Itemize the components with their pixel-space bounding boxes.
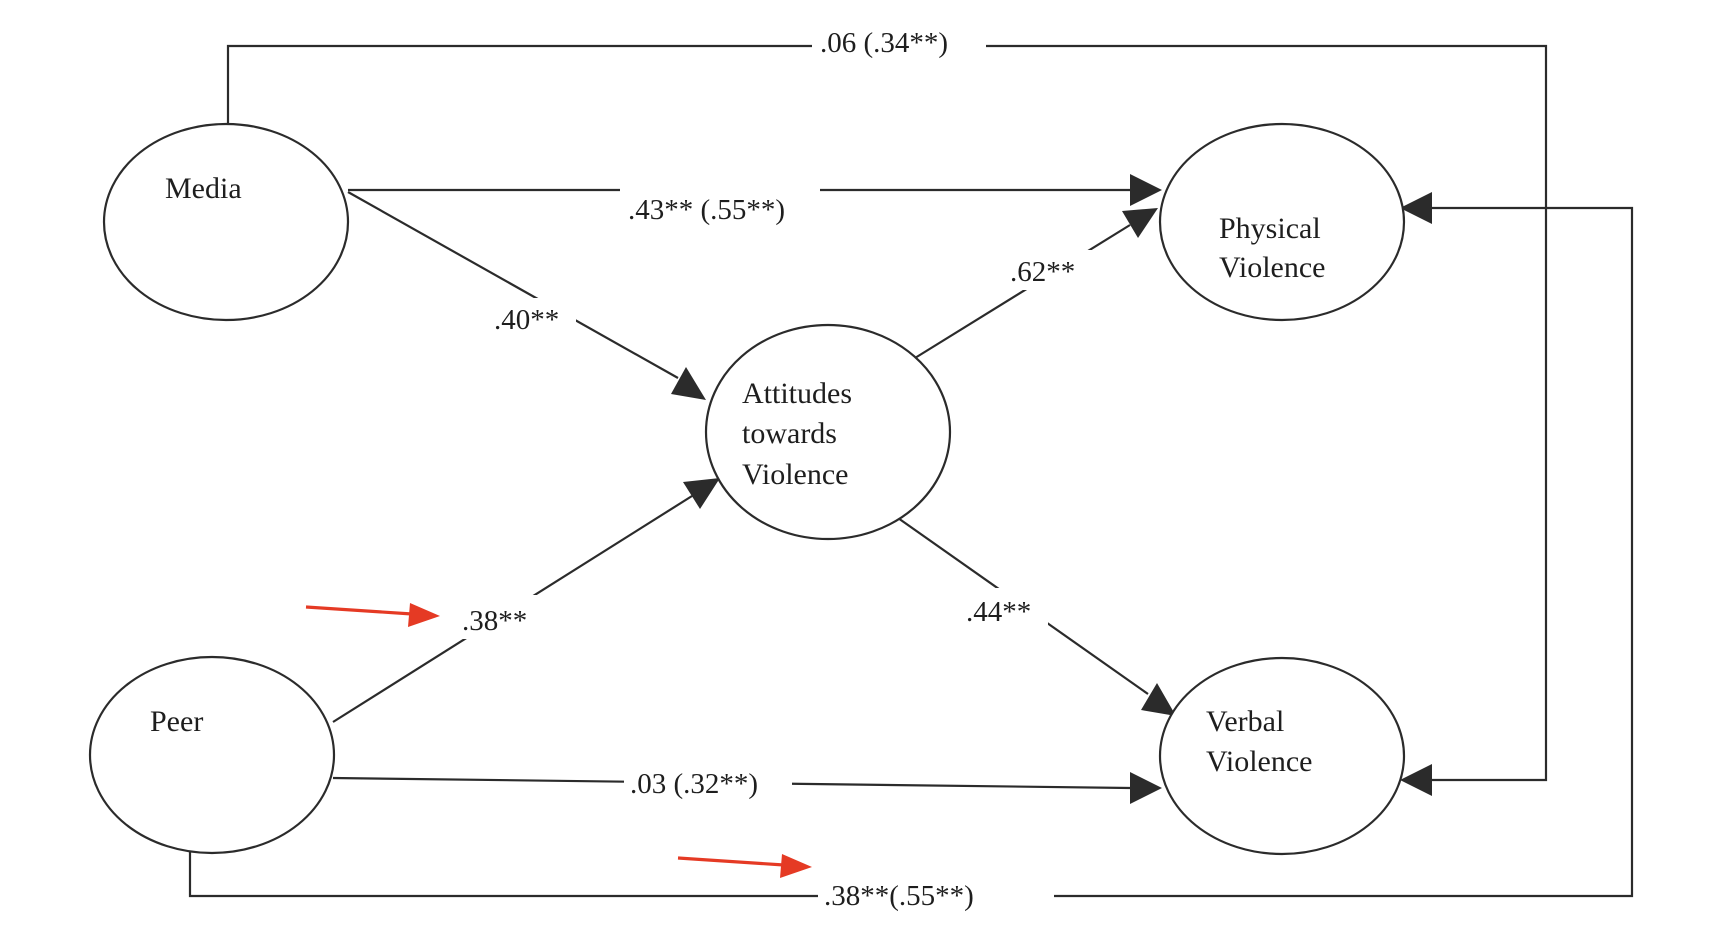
node-verbal-violence [1158,656,1406,856]
node-attitudes-label-3: Violence [742,458,848,491]
arrowhead-peer-attitudes [683,478,720,509]
node-peer [88,655,336,855]
label-attitudes-verbal: .44** [966,596,1031,628]
node-media-label: Media [165,172,242,205]
label-peer-verbal: .03 (.32**) [630,768,758,800]
label-mask-peer-verbal [624,762,792,802]
arrowhead-attitudes-verbal [1141,683,1176,716]
label-attitudes-physical: .62** [1010,256,1075,288]
label-mask-peer-attitudes [456,595,546,639]
label-peer-physical-bottom: .38**(.55**) [824,880,974,912]
label-mask-attitudes-physical [1004,250,1096,290]
edge-peer-physical-bottom [188,206,1634,898]
red-arrow-peer-physical [677,856,785,867]
label-mask-top [812,22,986,60]
label-media-attitudes: .40** [494,304,559,336]
node-media [102,122,350,322]
red-arrowhead-peer-physical [780,854,812,878]
arrowhead-media-attitudes [671,367,706,400]
node-physical-label-1: Physical [1219,212,1321,245]
arrowhead-media-physical [1130,174,1162,206]
node-attitudes [704,323,952,541]
node-attitudes-label-2: towards [742,417,837,450]
arrowhead-attitudes-physical [1122,208,1158,238]
node-physical-violence [1158,122,1406,322]
label-media-physical: .43** (.55**) [628,194,785,226]
node-peer-label: Peer [150,705,203,738]
node-verbal-label-1: Verbal [1206,705,1284,738]
node-verbal-label-2: Violence [1206,745,1312,778]
label-mask-media-attitudes [488,298,576,338]
edge-attitudes-physical [914,224,1131,359]
label-peer-attitudes: .38** [462,605,527,637]
arrowhead-physical-right [1400,192,1432,224]
node-attitudes-label-1: Attitudes [742,377,852,410]
node-physical-label-2: Violence [1219,251,1325,284]
label-mask-media-physical [620,186,820,226]
red-arrow-peer-attitudes [305,605,413,616]
edge-media-verbal-top [226,44,1548,782]
label-mask-peer-physical-bottom [818,872,1054,916]
label-media-verbal-top: .06 (.34**) [820,27,948,59]
edge-media-attitudes [347,191,679,379]
arrowhead-peer-verbal [1130,772,1162,804]
arrowhead-verbal-right-top [1400,764,1432,796]
red-arrowhead-peer-attitudes [408,603,440,627]
label-mask-attitudes-verbal [960,588,1048,632]
